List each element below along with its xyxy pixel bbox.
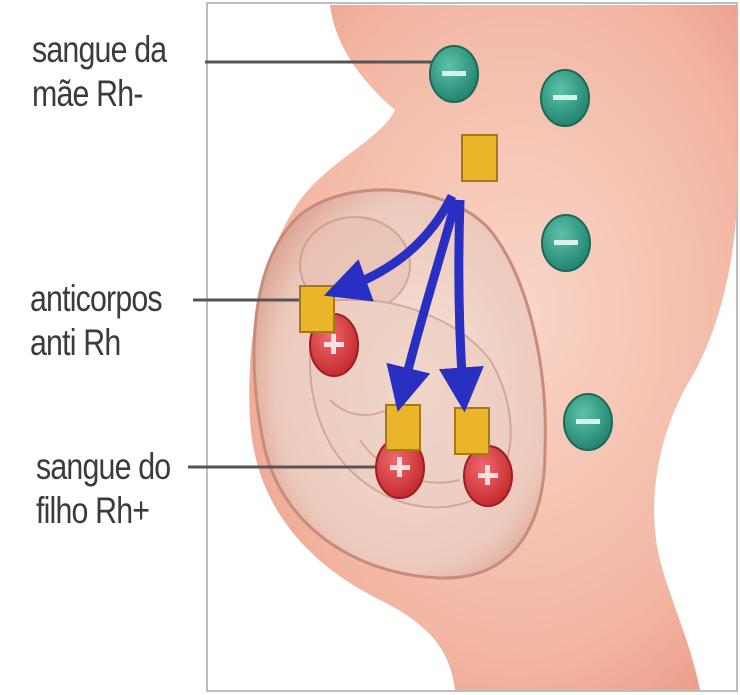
antibody-bound-3 [455,408,489,454]
maternal-cell-2 [541,70,589,126]
minus-icon [576,419,600,424]
fetal-blood-label-line1: sangue do [36,445,170,489]
minus-icon [554,240,578,245]
antibody-bound-1 [300,286,334,332]
antibody-arrow-3 [459,200,463,390]
maternal-blood-label: sangue da mãe Rh- [32,28,166,116]
plus-icon [331,334,336,354]
plus-icon [397,457,402,477]
antibody-bound-2 [386,405,420,450]
maternal-cell-3 [542,215,590,271]
antibodies-label: anticorpos anti Rh [30,277,162,365]
fetal-blood-label-line2: filho Rh+ [36,489,170,533]
maternal-cell-1 [430,46,478,102]
minus-icon [553,95,577,100]
fetal-blood-label: sangue do filho Rh+ [36,445,170,533]
plus-icon [485,465,490,485]
antibodies-label-line2: anti Rh [30,321,162,365]
maternal-blood-label-line1: sangue da [32,28,166,72]
minus-icon [442,71,466,76]
antibody-source [462,135,497,181]
maternal-cell-4 [564,394,612,450]
maternal-blood-label-line2: mãe Rh- [32,72,166,116]
antibodies-label-line1: anticorpos [30,277,162,321]
